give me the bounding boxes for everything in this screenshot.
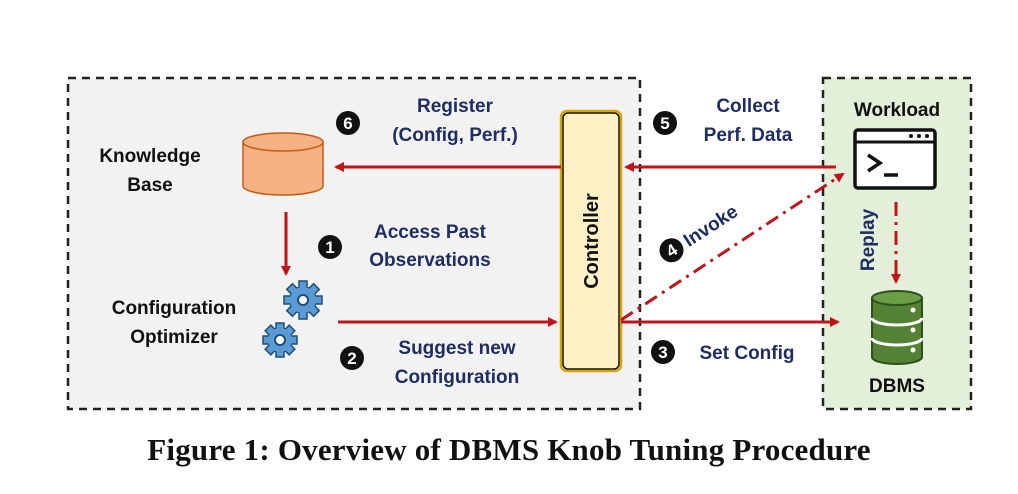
controller-box bbox=[559, 109, 623, 373]
step-6-label: Register bbox=[417, 96, 494, 117]
knowledge-base-icon bbox=[242, 132, 324, 196]
step-5-number: 5 bbox=[660, 114, 669, 133]
optimizer-label-2: Optimizer bbox=[130, 327, 218, 348]
knowledge-base-label-2: Base bbox=[127, 175, 172, 196]
figure-caption: Figure 1: Overview of DBMS Knob Tuning P… bbox=[147, 432, 871, 467]
step-5-label: Collect bbox=[716, 96, 780, 117]
step-6-label-2: (Config, Perf.) bbox=[392, 125, 518, 146]
step-4-label: Invoke bbox=[680, 201, 742, 251]
replay-label: Replay bbox=[858, 208, 879, 271]
step-2-label-2: Configuration bbox=[395, 367, 520, 388]
database-icon bbox=[870, 290, 924, 365]
step-2-label: Suggest new bbox=[398, 338, 515, 359]
step-3-number: 3 bbox=[658, 343, 667, 362]
knowledge-base-label: Knowledge bbox=[99, 146, 200, 167]
step-3-label: Set Config bbox=[700, 343, 795, 364]
step-4-badge bbox=[659, 238, 684, 263]
dbms-label: DBMS bbox=[869, 376, 925, 397]
optimizer-label: Configuration bbox=[112, 298, 237, 319]
step-6-number: 6 bbox=[343, 114, 352, 133]
step-2-badge bbox=[340, 346, 364, 370]
step-1-label-2: Observations bbox=[369, 250, 490, 271]
step-5-label-2: Perf. Data bbox=[704, 125, 793, 146]
workload-label: Workload bbox=[854, 100, 940, 121]
gears-icon bbox=[262, 280, 323, 358]
step-3-badge bbox=[651, 340, 675, 364]
step-1-number: 1 bbox=[325, 238, 334, 257]
controller-label: Controller bbox=[581, 193, 603, 289]
step-1-badge bbox=[318, 235, 342, 259]
step-5-badge bbox=[653, 111, 677, 135]
step-2-number: 2 bbox=[347, 349, 356, 368]
step-6-badge bbox=[336, 111, 360, 135]
arrow-invoke bbox=[620, 172, 845, 322]
step-1-label: Access Past bbox=[374, 222, 487, 243]
terminal-icon bbox=[853, 128, 937, 190]
